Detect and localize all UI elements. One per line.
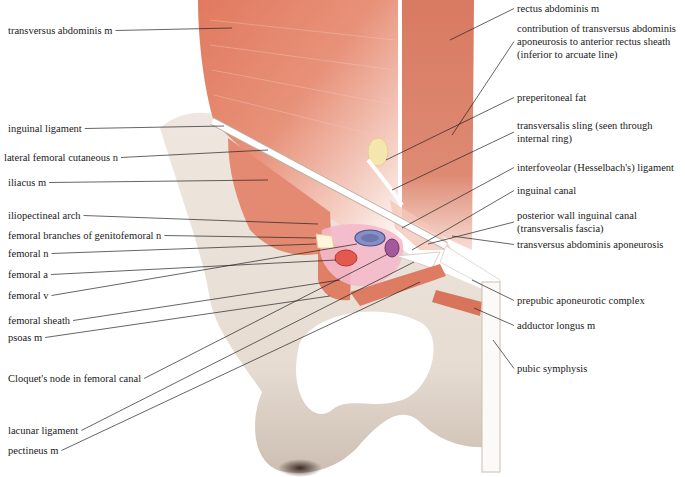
part-label: iliopectineal arch <box>8 209 81 222</box>
leader-line <box>402 168 514 229</box>
leader-line <box>392 132 514 190</box>
part-label: femoral n <box>8 247 49 260</box>
leader-line <box>61 282 420 451</box>
leader-line <box>81 262 414 431</box>
part-label: lacunar ligament <box>8 424 78 437</box>
part-label: Cloquet's node in femoral canal <box>8 372 141 385</box>
part-label: transversalis sling (seen through intern… <box>517 119 667 145</box>
leader-line <box>52 244 357 296</box>
part-label: contribution of transversus abdominis ap… <box>517 22 682 61</box>
leader-line <box>452 236 514 245</box>
leader-line <box>49 180 268 183</box>
leader-line <box>493 340 514 369</box>
part-label: iliacus m <box>8 176 46 189</box>
part-label: inguinal ligament <box>8 122 82 135</box>
part-label: adductor longus m <box>517 319 595 332</box>
part-label: transversus abdominis aponeurosis <box>517 238 663 251</box>
leader-line <box>52 244 316 254</box>
part-label: inguinal canal <box>517 184 576 197</box>
leader-line <box>428 222 514 244</box>
leader-line <box>452 42 514 136</box>
part-label: femoral a <box>8 268 48 281</box>
leader-line <box>472 280 514 301</box>
part-label: pectineus m <box>8 444 58 457</box>
part-label: transversus abdominis m <box>8 24 112 37</box>
leader-line <box>84 216 318 225</box>
leader-line <box>386 98 514 161</box>
part-label: femoral v <box>8 289 49 302</box>
part-label: lateral femoral cutaneous n <box>4 151 118 164</box>
leader-line <box>85 126 224 129</box>
part-label: femoral branches of genitofemoral n <box>8 229 161 242</box>
leader-line <box>144 254 388 379</box>
leader-line <box>474 308 514 326</box>
part-label: pubic symphysis <box>517 362 587 375</box>
part-label: preperitoneal fat <box>517 91 586 104</box>
part-label: interfoveolar (Hesselbach's) ligament <box>517 161 674 174</box>
part-label: psoas m <box>8 331 42 344</box>
leader-line <box>412 191 514 251</box>
part-label: posterior wall inguinal canal (transvers… <box>517 209 672 235</box>
part-label: prepubic aponeurotic complex <box>517 294 645 307</box>
leader-line <box>121 150 268 158</box>
leader-line <box>450 9 514 41</box>
leader-line <box>164 236 316 239</box>
part-label: rectus abdominis m <box>517 2 599 15</box>
leader-line <box>115 28 232 31</box>
leader-line <box>45 296 330 338</box>
leader-line <box>51 260 336 275</box>
part-label: femoral sheath <box>8 314 70 327</box>
